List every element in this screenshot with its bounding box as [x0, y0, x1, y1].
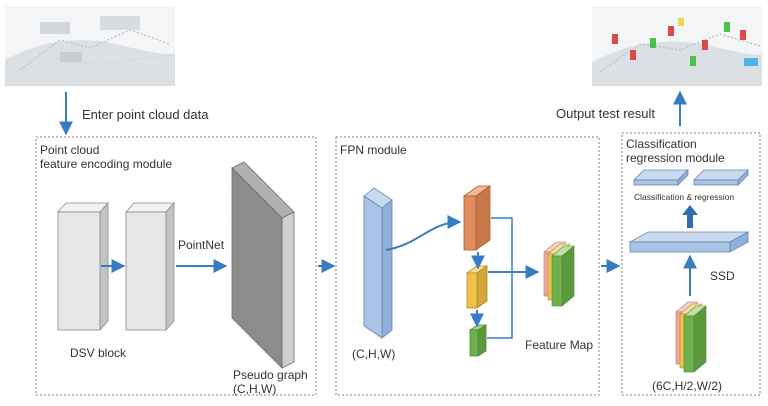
fpn-input-feature: [363, 187, 393, 339]
pseudo-graph-shape: (C,H,W): [233, 382, 276, 396]
fpn-level-green: [468, 324, 488, 357]
encoder-module-box: [35, 136, 317, 396]
cls-reg-label: Classification & regression: [634, 192, 734, 202]
ssd-plate: [628, 231, 750, 253]
input-label: Enter point cloud data: [82, 107, 209, 122]
ssd-input-shape: (6C,H/2,W/2): [652, 379, 722, 393]
fpn-level-yellow: [465, 265, 489, 309]
cls-title-line2: regression module: [626, 151, 725, 165]
regression-plate: [693, 169, 749, 186]
cls-title-line1: Classification: [626, 137, 697, 151]
thick-up-arrow: [682, 205, 698, 228]
ssd-label: SSD: [710, 269, 735, 283]
point-cloud-scene-icon: [5, 6, 176, 86]
dsv-block-label: DSV block: [70, 346, 127, 360]
fpn-module-box: [335, 136, 600, 396]
output-label: Output test result: [556, 106, 655, 121]
encoder-title-line2: feature encoding module: [40, 157, 172, 171]
feature-map-label: Feature Map: [525, 338, 593, 352]
feature-map-stack: [543, 241, 575, 307]
cls-module-box: [621, 132, 761, 396]
fpn-input-shape: (C,H,W): [352, 347, 395, 361]
fpn-curve-arrow: [385, 215, 462, 251]
dsv-block-1: [57, 201, 109, 332]
dsv-block-2: [125, 201, 175, 332]
encoder-title-line1: Point cloud: [40, 143, 99, 157]
classification-plate: [633, 169, 689, 186]
fpn-level-orange: [462, 185, 492, 251]
pseudo-graph-slab: [231, 161, 295, 369]
fpn-lateral-connector: [487, 217, 513, 339]
pseudo-graph-label: Pseudo graph: [233, 368, 308, 382]
pointnet-label: PointNet: [178, 238, 225, 252]
detection-result-scene-icon: [592, 6, 763, 86]
fpn-title: FPN module: [340, 143, 407, 157]
ssd-input-stack: [675, 301, 707, 373]
